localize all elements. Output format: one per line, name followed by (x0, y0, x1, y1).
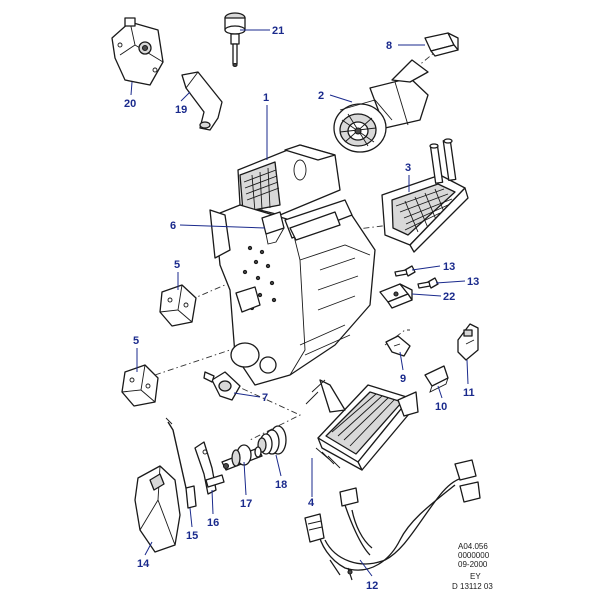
callout-9: 9 (400, 373, 406, 385)
part-11-plate (457, 323, 479, 361)
part-4-evaporator (305, 379, 419, 471)
ref-line-5: D 13112 03 (452, 582, 493, 591)
callout-7: 7 (262, 392, 268, 404)
callout-13-lower: 13 (467, 276, 479, 288)
callout-numbers: 1 2 3 4 5 5 6 7 8 9 10 11 12 13 13 14 15… (124, 25, 479, 592)
part-22-switch (379, 283, 413, 309)
leader-lines (130, 29, 469, 577)
callout-13-upper: 13 (443, 261, 455, 273)
ref-line-2: 0000000 (458, 551, 490, 560)
part-8-connector (424, 32, 459, 57)
callout-3: 3 (405, 162, 411, 174)
callout-21: 21 (272, 25, 284, 37)
part-2-blower-motor (333, 59, 429, 153)
part-1-heater-housing (209, 144, 376, 386)
part-14-duct-cover (134, 465, 181, 553)
callout-18: 18 (275, 479, 287, 491)
callout-8: 8 (386, 40, 392, 52)
part-19-linkage (181, 71, 223, 131)
part-5-upper-actuator (159, 284, 197, 327)
callout-14: 14 (137, 558, 150, 570)
callout-5-lower: 5 (133, 335, 139, 347)
callout-20: 20 (124, 98, 136, 110)
part-21-sensor (224, 12, 246, 68)
part-9-clip (385, 335, 411, 357)
callout-16: 16 (207, 517, 219, 529)
callout-22: 22 (443, 291, 455, 303)
part-5-lower-actuator (121, 364, 159, 407)
part-17-shaft (221, 444, 263, 471)
part-20-actuator (111, 17, 164, 86)
callout-1: 1 (263, 92, 269, 104)
callout-15: 15 (186, 530, 198, 542)
callout-19: 19 (175, 104, 187, 116)
ref-line-3: 09-2000 (458, 560, 488, 569)
callout-5-upper: 5 (174, 259, 180, 271)
part-6-clip (261, 211, 285, 245)
part-16-lever (194, 441, 225, 495)
callout-12: 12 (366, 580, 378, 592)
part-13-screws (394, 265, 439, 289)
part-15-cable (165, 417, 197, 509)
reference-block: A04.056 0000000 09-2000 EY D 13112 03 (452, 542, 493, 591)
callout-4: 4 (308, 497, 315, 509)
part-12-wiring-harness (304, 459, 481, 581)
ref-line-4: EY (470, 572, 481, 581)
part-7-door-lever (203, 371, 241, 401)
part-18-grommet (257, 425, 287, 455)
callout-11: 11 (463, 387, 475, 399)
part-10-bracket (424, 365, 449, 393)
callout-10: 10 (435, 401, 447, 413)
part-3-heater-core (381, 138, 469, 253)
callout-6: 6 (170, 220, 176, 232)
ref-line-1: A04.056 (458, 542, 488, 551)
callout-17: 17 (240, 498, 252, 510)
callout-2: 2 (318, 90, 324, 102)
